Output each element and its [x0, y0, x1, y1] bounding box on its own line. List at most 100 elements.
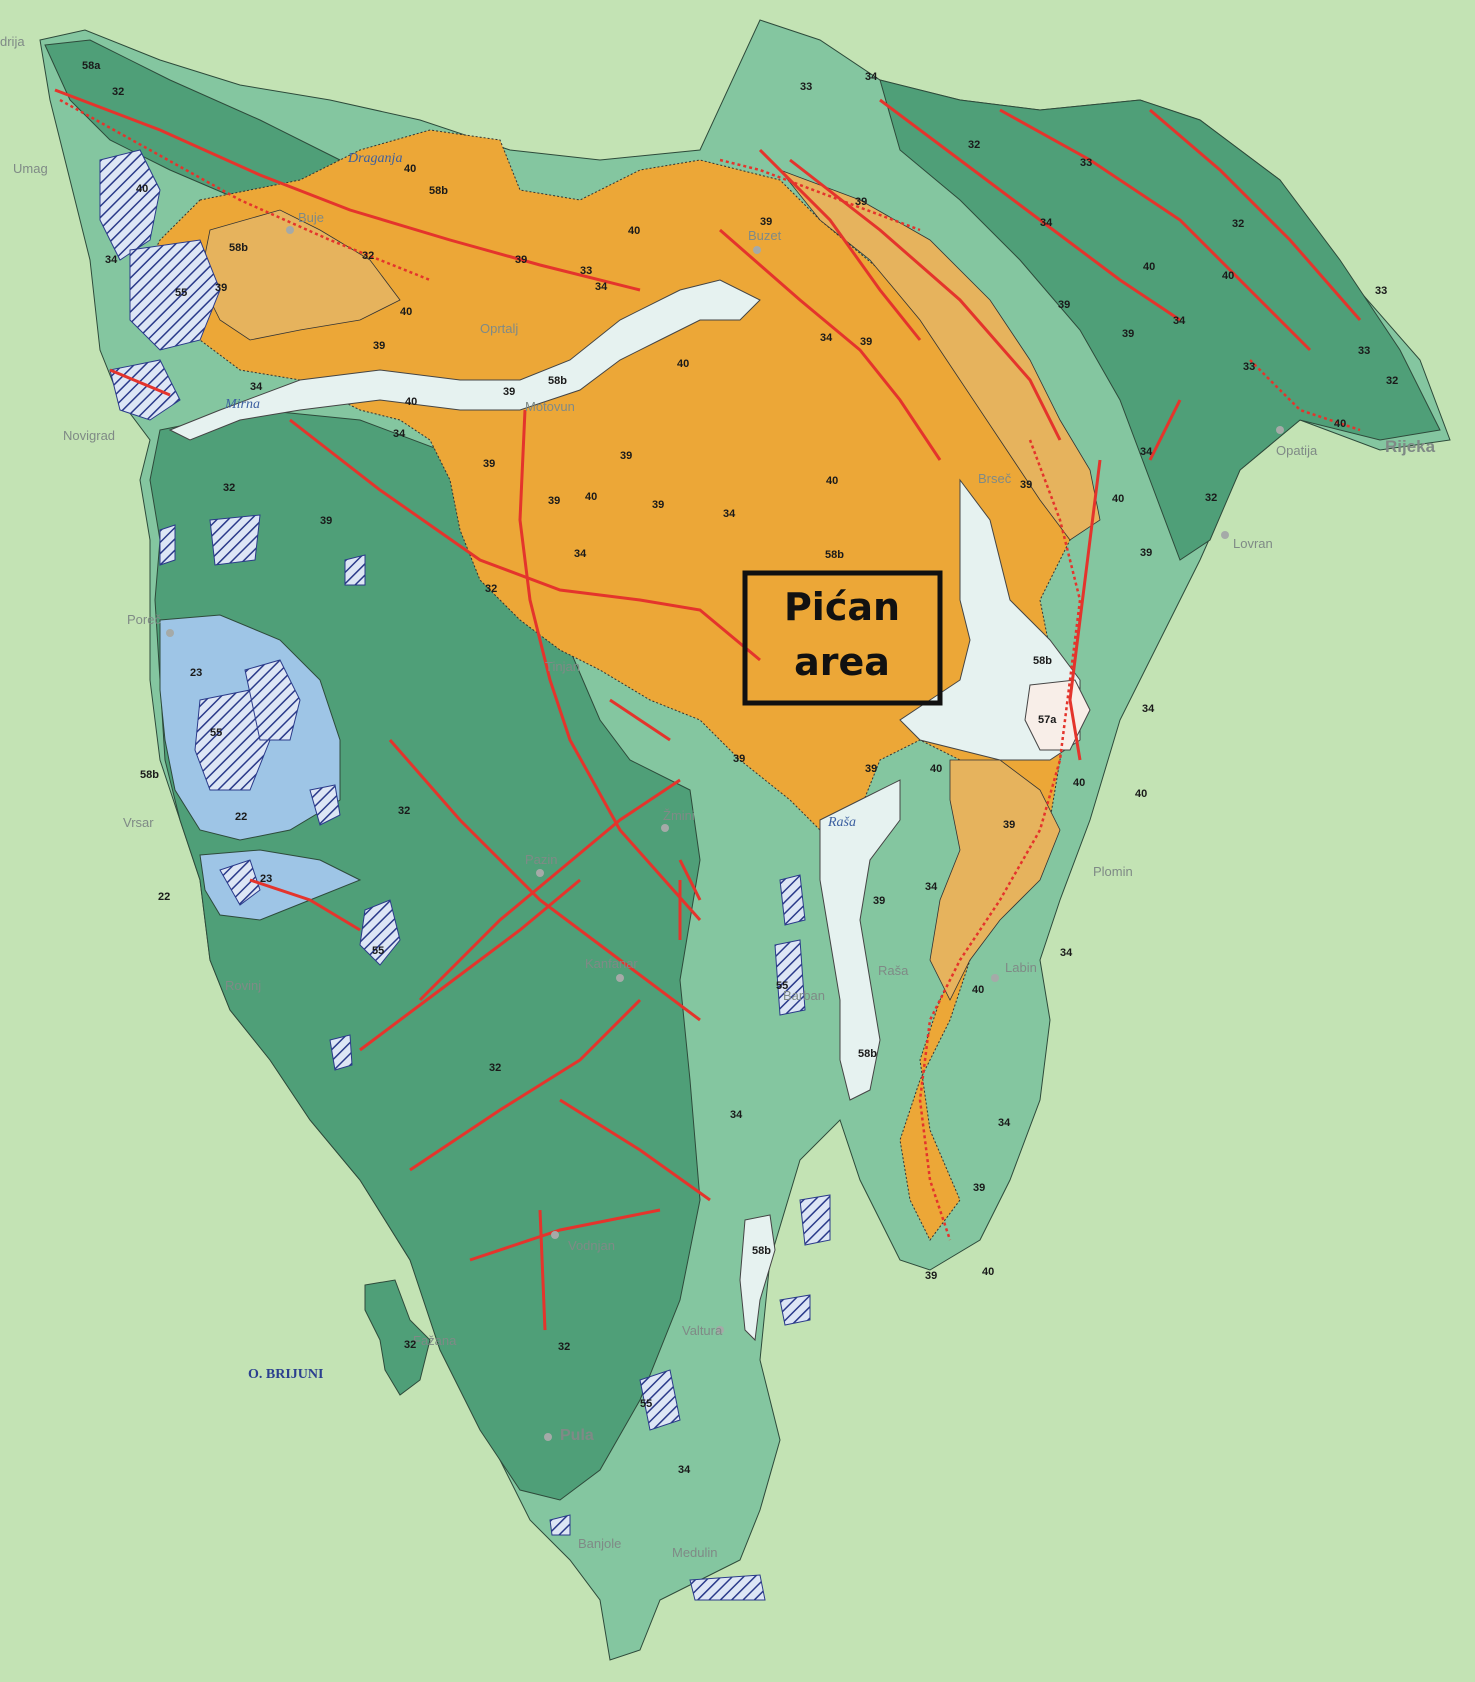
town-label-rovinj: Rovinj [225, 978, 261, 993]
unit-label: 22 [158, 891, 170, 903]
unit-label: 58b [229, 242, 248, 254]
unit-label: 39 [215, 282, 227, 294]
unit-label: 33 [1358, 345, 1370, 357]
unit-label: 55 [175, 287, 187, 299]
unit-label: 39 [1058, 299, 1070, 311]
unit-label: 33 [1080, 157, 1092, 169]
unit-32-northeast [879, 79, 1441, 561]
unit-label: 32 [968, 139, 980, 151]
unit-label: 34 [730, 1109, 743, 1121]
unit-label: 39 [1122, 328, 1134, 340]
unit-label: 55 [210, 727, 222, 739]
town-label-fazana: Fažana [413, 1333, 457, 1348]
unit-label: 39 [652, 499, 664, 511]
unit-label: 33 [800, 81, 812, 93]
unit-label: 34 [1040, 217, 1053, 229]
town-label-buzet: Buzet [748, 228, 782, 243]
unit-label: 32 [362, 250, 374, 262]
unit-label: 34 [595, 281, 608, 293]
unit-label: 32 [489, 1062, 501, 1074]
unit-label: 23 [260, 873, 272, 885]
town-label-oprtalj: Oprtalj [480, 321, 518, 336]
unit-label: 34 [678, 1464, 691, 1476]
unit-label: 40 [1222, 270, 1234, 282]
unit-label: 39 [865, 763, 877, 775]
unit-label: 34 [998, 1117, 1011, 1129]
unit-label: 55 [776, 980, 788, 992]
unit-label: 40 [826, 475, 838, 487]
unit-label: 58b [858, 1048, 877, 1060]
unit-label: 39 [873, 895, 885, 907]
unit-label: 40 [1112, 493, 1124, 505]
town-label-kanfanar: Kanfanar [585, 956, 638, 971]
unit-label: 33 [1375, 285, 1387, 297]
unit-label: 39 [1140, 547, 1152, 559]
unit-label: 34 [820, 332, 833, 344]
unit-label: 32 [1232, 218, 1244, 230]
town-label-motovun: Motovun [525, 399, 575, 414]
unit-label: 40 [930, 763, 942, 775]
town-label-drija: drija [0, 34, 25, 49]
river-label-mirna: Mirna [224, 397, 260, 412]
unit-label: 40 [1143, 261, 1155, 273]
unit-label: 39 [503, 386, 515, 398]
unit-label: 32 [404, 1339, 416, 1351]
town-label-vodnjan: Vodnjan [568, 1238, 615, 1253]
unit-label: 57a [1038, 714, 1057, 726]
pican-area-frame [742, 570, 943, 706]
unit-label: 34 [723, 508, 736, 520]
unit-39-south [929, 759, 1061, 1001]
unit-label: 58a [82, 60, 101, 72]
unit-label: 58b [548, 375, 567, 387]
unit-label: 39 [515, 254, 527, 266]
town-label-vrsar: Vrsar [123, 815, 154, 830]
town-label-medulin: Medulin [672, 1545, 718, 1560]
unit-label: 32 [223, 482, 235, 494]
unit-label: 34 [925, 881, 938, 893]
unit-label: 34 [1173, 315, 1186, 327]
unit-label: 39 [860, 336, 872, 348]
unit-label: 39 [973, 1182, 985, 1194]
town-label-plomin: Plomin [1093, 864, 1133, 879]
town-label-pula: Pula [560, 1427, 594, 1444]
unit-58b-mirna [168, 279, 761, 441]
unit-label: 32 [1205, 492, 1217, 504]
river-label-dragonja: Draganja [347, 151, 402, 166]
town-dots [166, 226, 1284, 1441]
town-label-brsec: Brseč [978, 471, 1012, 486]
town-label-umag: Umag [13, 161, 48, 176]
unit-label: 39 [548, 495, 560, 507]
unit-label: 32 [1386, 375, 1398, 387]
unit-label: 40 [982, 1266, 994, 1278]
pican-area-box: Pićan area [742, 570, 943, 706]
unit-label: 23 [190, 667, 202, 679]
town-label-novigrad: Novigrad [63, 428, 115, 443]
town-label-valtura: Valtura [682, 1323, 723, 1338]
unit-label: 34 [574, 548, 587, 560]
unit-label: 58b [825, 549, 844, 561]
unit-label: 33 [1243, 361, 1255, 373]
town-label-zmini: Žmini [663, 808, 695, 823]
town-label-labin: Labin [1005, 960, 1037, 975]
town-label-lovran: Lovran [1233, 536, 1273, 551]
unit-label: 34 [865, 71, 878, 83]
unit-label: 40 [405, 396, 417, 408]
pican-area-label-line2: area [794, 640, 890, 684]
unit-label: 39 [483, 458, 495, 470]
unit-label: 40 [404, 163, 416, 175]
river-label-rasa: Raša [827, 815, 856, 830]
unit-label: 34 [1140, 446, 1153, 458]
unit-label: 34 [105, 254, 118, 266]
unit-label: 33 [580, 265, 592, 277]
unit-labels: 58a 32 40 58b 40 58b 32 39 33 34 40 39 3… [82, 60, 1398, 1476]
unit-label: 40 [585, 491, 597, 503]
unit-label: 39 [925, 1270, 937, 1282]
unit-label: 32 [112, 86, 124, 98]
unit-label: 39 [1020, 479, 1032, 491]
unit-label: 40 [1073, 777, 1085, 789]
unit-label: 40 [677, 358, 689, 370]
unit-label: 39 [620, 450, 632, 462]
unit-label: 39 [1003, 819, 1015, 831]
fault-lines [54, 88, 1362, 1331]
